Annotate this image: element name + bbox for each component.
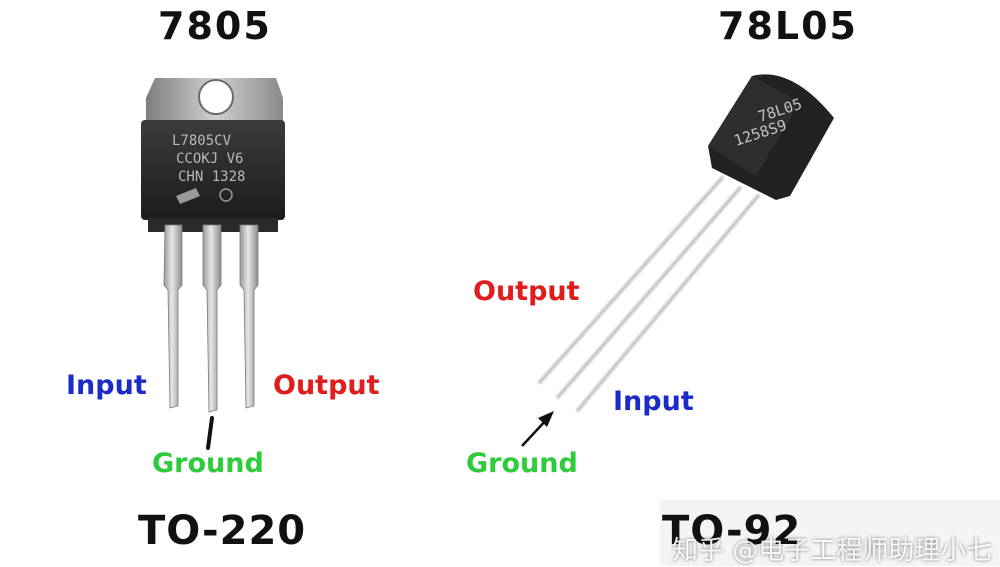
label-ground-left: Ground: [152, 448, 264, 479]
to92-lead-input-edge: [577, 195, 759, 411]
title-7805: 7805: [158, 4, 272, 48]
to92-body-flat-face: [708, 76, 800, 176]
to220-leg-output: [239, 224, 259, 409]
watermark-text: 知乎 @电子工程师助理小七: [672, 536, 993, 566]
package-to92: TO-92: [662, 508, 802, 554]
to220-package: L7805CV CCOKJ V6 CHN 1328: [141, 78, 285, 450]
st-logo: [176, 188, 200, 204]
to92-package: 78L05 1258S9: [521, 74, 834, 447]
to220-leg-input: [163, 224, 183, 409]
label-input-right: Input: [613, 386, 694, 417]
to92-lead-output-edge: [539, 177, 723, 383]
to220-leg-ground: [202, 224, 222, 413]
to92-lead-ground-edge: [557, 187, 741, 398]
watermark-band: [660, 500, 1000, 566]
label-ground-right: Ground: [466, 448, 578, 479]
label-output-left: Output: [273, 370, 380, 401]
to220-marking-1: L7805CV: [172, 133, 232, 149]
to220-mount-hole: [198, 79, 234, 115]
title-78l05: 78L05: [718, 4, 858, 48]
to220-body: [141, 120, 285, 220]
to220-marking-3: CHN 1328: [178, 169, 245, 185]
package-to220: TO-220: [138, 508, 307, 554]
label-output-right: Output: [473, 276, 580, 307]
to220-marking-2: CCOKJ V6: [176, 151, 243, 167]
ground-arrow-head: [538, 411, 554, 427]
label-input-left: Input: [66, 370, 147, 401]
e3-mark: [219, 188, 233, 202]
ground-pointer-stroke: [206, 416, 214, 450]
